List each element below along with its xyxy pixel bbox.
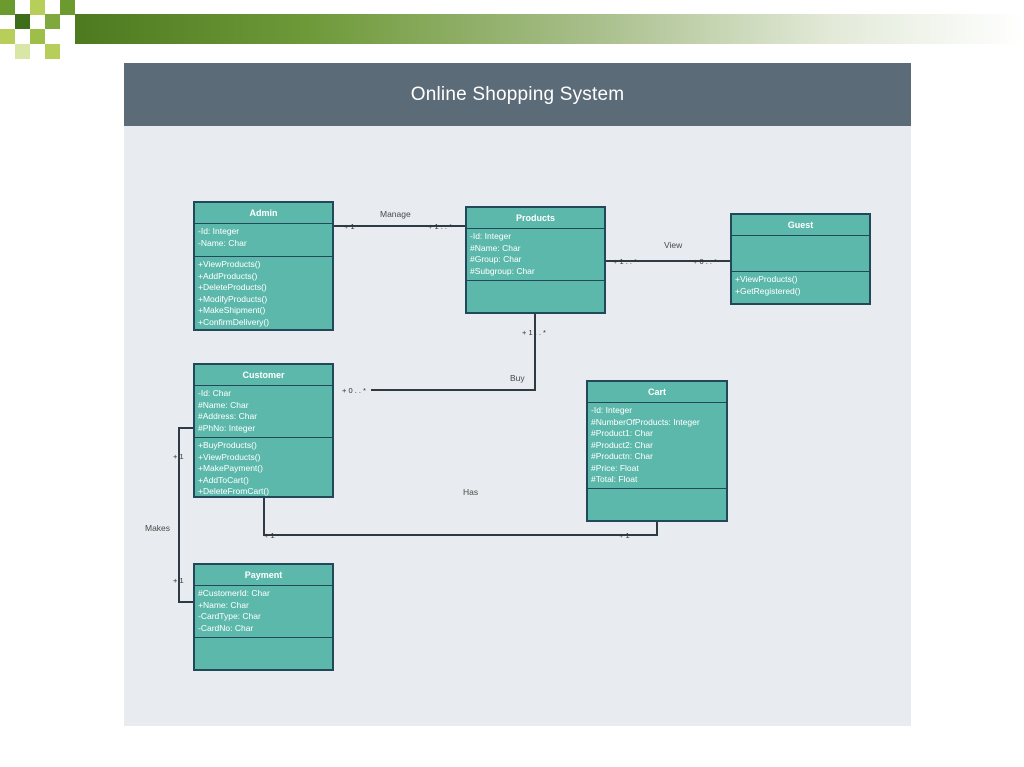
operation: +ModifyProducts(): [198, 293, 268, 304]
operation: +DeleteProducts(): [198, 282, 267, 292]
attributes-section: [732, 236, 869, 272]
attribute: +Name: Char: [198, 599, 249, 610]
makes-line: [178, 427, 193, 603]
diagram-canvas: Online Shopping System Admin -Id: Intege…: [124, 63, 911, 726]
attribute: -Id: Integer: [591, 405, 633, 415]
multiplicity-has-cart: + 1: [619, 531, 630, 540]
relation-label-has: Has: [463, 487, 479, 497]
relation-label-manage: Manage: [380, 209, 411, 219]
class-name: Guest: [732, 215, 869, 236]
attribute: #Product1: Char: [591, 428, 653, 438]
diagram-header: Online Shopping System: [124, 63, 911, 126]
banner-square: [45, 44, 60, 59]
attributes-section: #CustomerId: Char +Name: Char -CardType:…: [195, 586, 332, 638]
relation-label-view: View: [664, 240, 683, 250]
banner-square: [30, 0, 45, 15]
banner-square: [0, 29, 15, 44]
operations-section: +ViewProducts() +AddProducts() +DeletePr…: [195, 257, 332, 330]
attribute: #CustomerId: Char: [198, 588, 270, 598]
attribute: #NumberOfProducts: Integer: [591, 416, 700, 427]
attribute: #Name: Char: [198, 399, 249, 410]
operation: +ConfirmDelivery(): [198, 316, 270, 327]
attribute: -CardNo: Char: [198, 622, 254, 633]
operation: +ViewProducts(): [198, 451, 261, 462]
attribute: #Group: Char: [470, 254, 522, 264]
attribute: -CardType: Char: [198, 611, 261, 621]
buy-line: [371, 314, 536, 391]
multiplicity-makes-customer: + 1: [173, 452, 184, 461]
attribute: #Productn: Char: [591, 451, 653, 461]
operation: +GetRegistered(): [735, 285, 801, 296]
multiplicity-manage-products: + 1 . . *: [428, 222, 452, 231]
diagram-title: Online Shopping System: [410, 84, 625, 105]
association-lines: [178, 225, 730, 603]
multiplicity-buy-customer: + 0 . . *: [342, 386, 366, 395]
operation: +MakeShipment(): [198, 305, 266, 315]
operation: +BuyProducts(): [198, 440, 257, 450]
banner-gradient-band: [75, 14, 1024, 44]
operations-section: +BuyProducts() +ViewProducts() +MakePaym…: [195, 438, 332, 500]
banner-square: [15, 14, 30, 29]
class-payment: Payment #CustomerId: Char +Name: Char -C…: [193, 563, 334, 671]
operation: +AddToCart(): [198, 474, 249, 485]
multiplicity-manage-admin: + 1: [344, 222, 355, 231]
attribute: #Address: Char: [198, 411, 258, 421]
attributes-section: -Id: Integer #Name: Char #Group: Char #S…: [467, 229, 604, 281]
operations-section: +ViewProducts() +GetRegistered(): [732, 272, 869, 299]
class-cart: Cart -Id: Integer #NumberOfProducts: Int…: [586, 380, 728, 522]
attribute: -Id: Integer: [470, 231, 512, 241]
class-name: Cart: [588, 382, 726, 403]
attribute: #Total: Float: [591, 474, 638, 484]
multiplicity-view-products: + 1 . . *: [613, 257, 637, 266]
operation: +ViewProducts(): [198, 259, 261, 269]
attributes-section: -Id: Integer -Name: Char: [195, 224, 332, 257]
class-guest: Guest +ViewProducts() +GetRegistered(): [730, 213, 871, 305]
relation-label-buy: Buy: [510, 373, 525, 383]
multiplicity-buy-products: + 1 . . *: [522, 328, 546, 337]
operation: +ViewProducts(): [735, 274, 798, 284]
banner-square: [30, 29, 45, 44]
class-name: Payment: [195, 565, 332, 586]
slide-banner: [0, 0, 1024, 60]
banner-square: [15, 44, 30, 59]
attribute: #PhNo: Integer: [198, 422, 256, 433]
banner-square: [0, 0, 15, 15]
operation: +MakePayment(): [198, 463, 263, 473]
class-admin: Admin -Id: Integer -Name: Char +ViewProd…: [193, 201, 334, 331]
operations-section: [588, 489, 726, 493]
attribute: -Id: Integer: [198, 226, 240, 236]
banner-square: [60, 0, 75, 15]
attribute: #Subgroup: Char: [470, 265, 535, 276]
operation: +DeleteFromCart(): [198, 486, 270, 496]
attributes-section: -Id: Char #Name: Char #Address: Char #Ph…: [195, 386, 332, 438]
class-name: Admin: [195, 203, 332, 224]
attribute: -Id: Char: [198, 388, 232, 398]
attribute: #Product2: Char: [591, 439, 653, 450]
operation: +AddProducts(): [198, 270, 258, 281]
attribute: #Price: Float: [591, 462, 639, 473]
multiplicity-has-customer: + 1: [264, 531, 275, 540]
class-name: Products: [467, 208, 604, 229]
attribute: -Name: Char: [198, 237, 247, 248]
attribute: #Name: Char: [470, 242, 521, 253]
multiplicity-view-guest: + 0 . . *: [693, 257, 717, 266]
class-products: Products -Id: Integer #Name: Char #Group…: [465, 206, 606, 314]
banner-square: [45, 14, 60, 29]
attributes-section: -Id: Integer #NumberOfProducts: Integer …: [588, 403, 726, 489]
class-name: Customer: [195, 365, 332, 386]
has-line: [263, 497, 658, 536]
multiplicity-makes-payment: + 1: [173, 576, 184, 585]
operations-section: [467, 281, 604, 285]
class-customer: Customer -Id: Char #Name: Char #Address:…: [193, 363, 334, 498]
operations-section: [195, 638, 332, 642]
relation-label-makes: Makes: [145, 523, 171, 533]
